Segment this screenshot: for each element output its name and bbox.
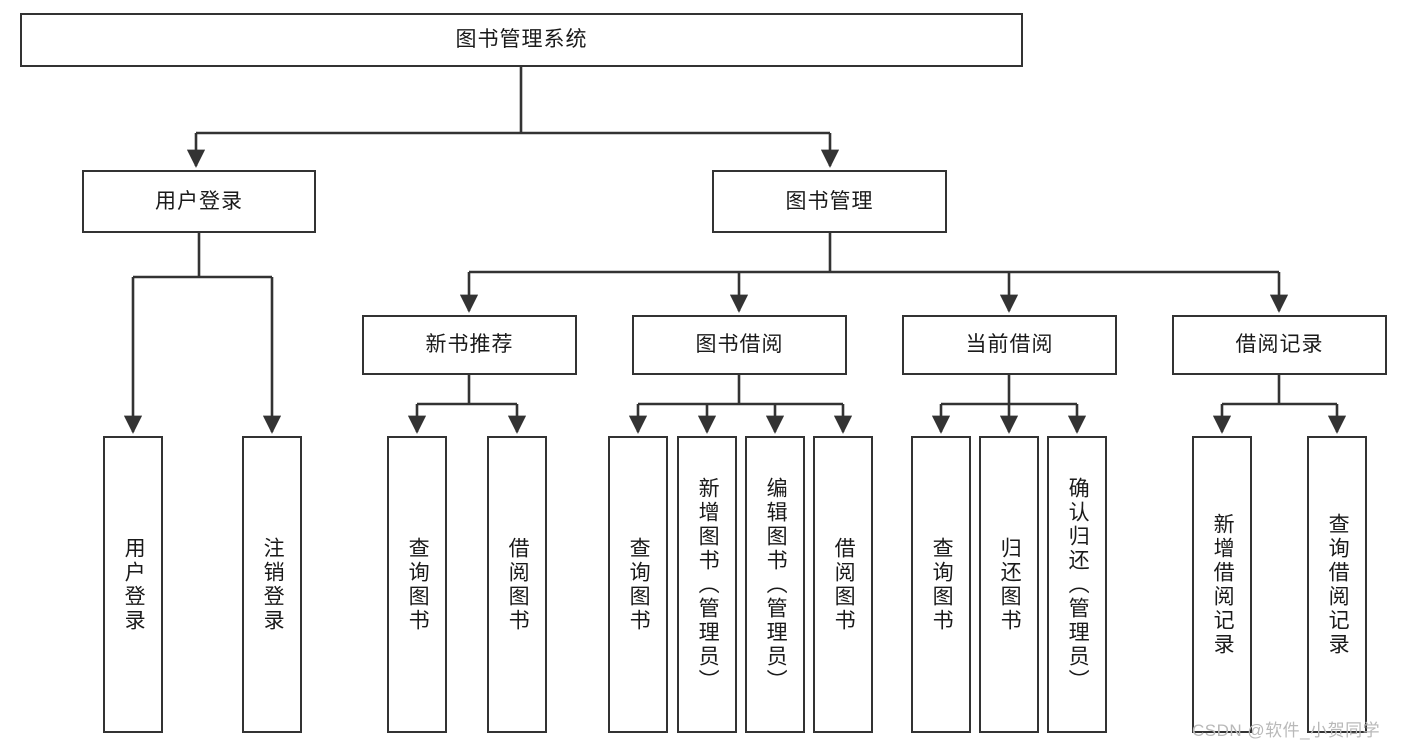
leaf-label: 新增图书（管理员） — [696, 476, 720, 693]
leaf-new-book-borrow[interactable]: 借阅图书 — [487, 436, 547, 733]
node-root-label: 图书管理系统 — [455, 28, 588, 52]
leaf-current-query-book[interactable]: 查询图书 — [911, 436, 971, 733]
leaf-label: 查询图书 — [406, 536, 430, 633]
leaf-borrow-add-book-admin[interactable]: 新增图书（管理员） — [677, 436, 737, 733]
leaf-new-book-query[interactable]: 查询图书 — [387, 436, 447, 733]
leaf-record-add-record[interactable]: 新增借阅记录 — [1192, 436, 1252, 733]
leaf-label: 新增借阅记录 — [1211, 512, 1235, 657]
node-book-management[interactable]: 图书管理 — [712, 170, 947, 233]
node-borrow-record-label: 借阅记录 — [1235, 333, 1324, 357]
leaf-label: 查询借阅记录 — [1326, 512, 1350, 657]
node-new-book-recommend[interactable]: 新书推荐 — [362, 315, 577, 375]
node-user-login[interactable]: 用户登录 — [82, 170, 316, 233]
leaf-borrow-borrow-book[interactable]: 借阅图书 — [813, 436, 873, 733]
leaf-label: 确认归还（管理员） — [1066, 476, 1090, 693]
leaf-borrow-edit-book-admin[interactable]: 编辑图书（管理员） — [745, 436, 805, 733]
leaf-record-query-record[interactable]: 查询借阅记录 — [1307, 436, 1367, 733]
leaf-label: 借阅图书 — [832, 536, 856, 633]
node-new-book-recommend-label: 新书推荐 — [425, 333, 514, 357]
leaf-label: 查询图书 — [930, 536, 954, 633]
node-root[interactable]: 图书管理系统 — [20, 13, 1023, 67]
leaf-label: 用户登录 — [122, 536, 146, 633]
leaf-user-login-signout[interactable]: 注销登录 — [242, 436, 302, 733]
node-current-borrow[interactable]: 当前借阅 — [902, 315, 1117, 375]
leaf-label: 注销登录 — [261, 536, 285, 633]
leaf-borrow-query-book[interactable]: 查询图书 — [608, 436, 668, 733]
leaf-current-return-book[interactable]: 归还图书 — [979, 436, 1039, 733]
watermark-text: CSDN @软件_小贺同学 — [1192, 721, 1381, 740]
leaf-label: 借阅图书 — [506, 536, 530, 633]
leaf-user-login-signin[interactable]: 用户登录 — [103, 436, 163, 733]
leaf-label: 编辑图书（管理员） — [764, 476, 788, 693]
node-current-borrow-label: 当前借阅 — [965, 333, 1054, 357]
node-user-login-label: 用户登录 — [155, 189, 243, 213]
node-book-borrow-label: 图书借阅 — [695, 333, 784, 357]
leaf-label: 归还图书 — [998, 536, 1022, 633]
node-book-management-label: 图书管理 — [785, 189, 874, 213]
leaf-label: 查询图书 — [627, 536, 651, 633]
leaf-current-confirm-return-admin[interactable]: 确认归还（管理员） — [1047, 436, 1107, 733]
node-book-borrow[interactable]: 图书借阅 — [632, 315, 847, 375]
node-borrow-record[interactable]: 借阅记录 — [1172, 315, 1387, 375]
